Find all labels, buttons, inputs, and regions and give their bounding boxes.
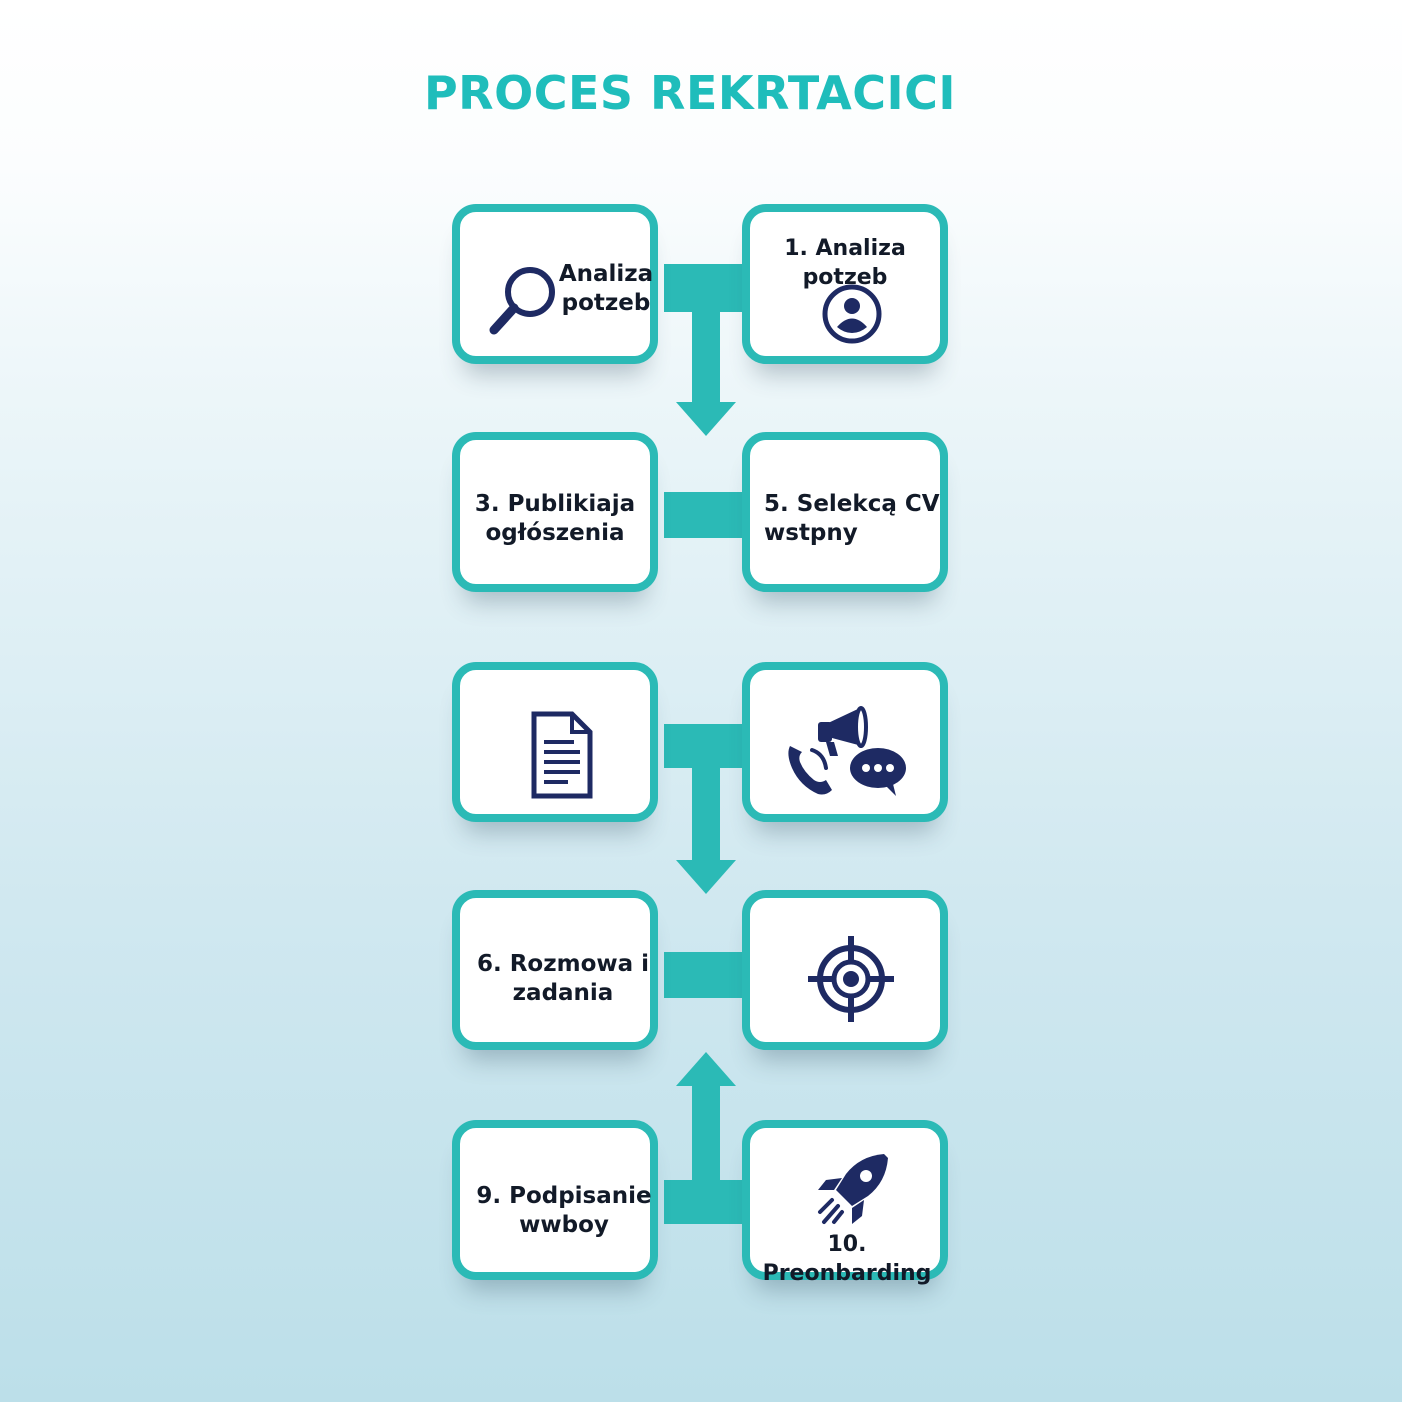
card-step-10: 10. Preonbarding — [742, 1120, 948, 1286]
card-label: 10. Preonbarding — [762, 1232, 932, 1286]
connector-row-2 — [664, 492, 746, 538]
arrow-shaft — [692, 300, 720, 404]
card-document — [452, 662, 658, 822]
card-step-1: 1. Analiza potzeb — [742, 204, 948, 364]
card-step-5: 5. Selekcą CV wstpny — [742, 432, 948, 592]
document-icon — [531, 711, 593, 799]
phone-megaphone-chat-icon — [788, 706, 906, 796]
card-analiza-potzeb: Analiza potzeb — [452, 204, 658, 364]
card-label: 9. Podpisanie wwboy — [476, 1183, 652, 1238]
arrow-shaft — [692, 1084, 720, 1188]
rocket-icon — [818, 1154, 888, 1224]
card-step-9: 9. Podpisanie wwboy — [452, 1120, 658, 1280]
target-icon — [808, 936, 894, 1022]
connector-row-4 — [664, 952, 746, 998]
card-target — [742, 890, 948, 1050]
card-label: 5. Selekcą CV wstpny — [764, 491, 940, 546]
page-title: PROCES REKRTACICI — [423, 66, 957, 120]
arrow-shaft — [692, 760, 720, 862]
card-label: Analiza potzeb — [558, 261, 654, 316]
arrow-head-down — [676, 402, 736, 436]
card-step-3: 3. Publikiaja ogłószenia — [452, 432, 658, 592]
user-circle-icon — [822, 284, 882, 344]
card-communication — [742, 662, 948, 822]
card-step-6: 6. Rozmowa i zadania — [452, 890, 658, 1050]
magnifier-icon — [489, 267, 555, 335]
arrow-head-up — [676, 1052, 736, 1086]
arrow-head-down — [676, 860, 736, 894]
card-label: 6. Rozmowa i zadania — [476, 951, 650, 1006]
card-label: 3. Publikiaja ogłószenia — [474, 491, 636, 546]
